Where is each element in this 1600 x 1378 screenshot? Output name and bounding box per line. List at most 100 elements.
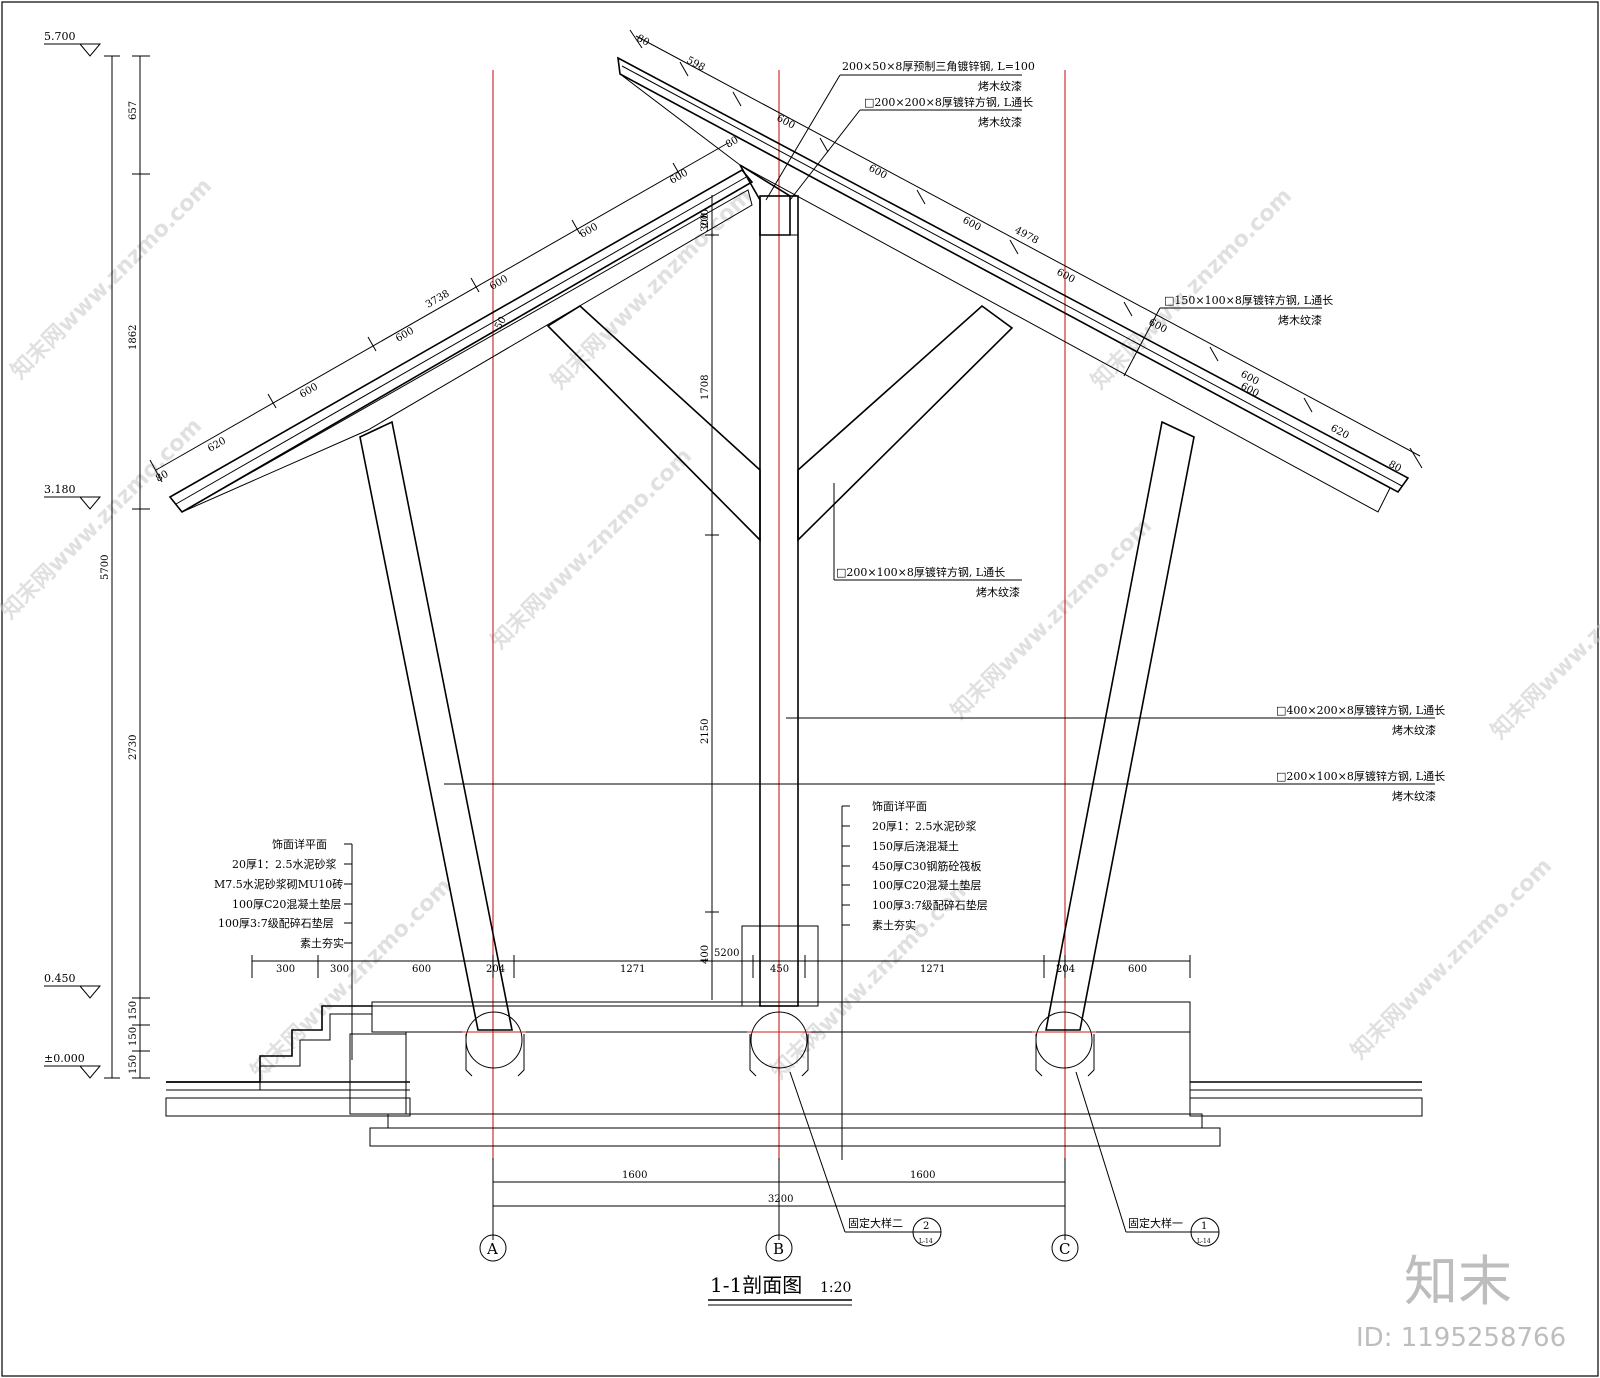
axis-label: B [773,1240,784,1258]
dim-label: 300 [330,964,349,975]
note-text: 200×50×8厚预制三角镀锌钢, L=100 [842,59,1035,73]
roof-dim: 600 [668,168,690,187]
dim-label: 300 [276,964,295,975]
note-text: □200×100×8厚镀锌方钢, L通长 [1276,769,1445,783]
foundation [165,925,1423,1147]
dim-label: 400 [700,945,711,964]
layer-label: 素土夯实 [872,918,916,932]
dim-label: 150 [128,1001,139,1020]
detail-sheet: L-14 [1197,1238,1211,1245]
watermark: 知末网www.znzmo.com [486,443,697,654]
roof-dim: 3738 [424,288,452,310]
layer-label: 100厚3:7级配碎石垫层 [872,898,988,912]
watermark: 知末网www.znzmo.com [6,173,217,384]
roof-dim: 300 [700,213,711,232]
watermark: 知末网www.znzmo.com [546,183,757,394]
layer-list-left: 饰面详平面 20厚1：2.5水泥砂浆 M7.5水泥砂浆砌MU10砖 100厚C2… [214,837,353,1060]
layer-label: 100厚C20混凝土垫层 [232,897,341,911]
title-scale: 1:20 [820,1280,851,1296]
dim-label: 450 [770,964,789,975]
elevation-label: ±0.000 [44,1052,85,1065]
dim-label: 1271 [920,964,945,975]
dim-label: 150 [128,1027,139,1046]
watermark: 知末网www.znzmo.com [946,513,1157,724]
dim-label: 2150 [700,719,711,744]
roof-dim: 620 [206,436,228,455]
vert-dims: 200 1708 2150 400 5200 [700,195,739,1000]
note-text: 烤木纹漆 [1392,723,1436,737]
dim-label: 204 [486,964,505,975]
dim-label: 5200 [714,948,739,959]
watermark: 知末网www.znzmo.com [1346,853,1557,1064]
note-text: □200×200×8厚镀锌方钢, L通长 [864,95,1033,109]
note-text: □400×200×8厚镀锌方钢, L通长 [1276,703,1445,717]
roof-dim: 80 [1387,459,1403,475]
note-text: 烤木纹漆 [1278,313,1322,327]
roof-dim: 620 [1329,423,1351,442]
roof-left: 80 620 600 600 600 600 600 3738 80 50 30… [149,135,754,514]
drawing-title: 1-1剖面图 1:20 [708,1273,852,1306]
layer-label: 素土夯实 [300,936,344,950]
layer-label: 20厚1：2.5水泥砂浆 [232,857,337,871]
inclined-legs [359,420,1195,1031]
detail-label: 固定大样二 [848,1216,903,1230]
note-text: 烤木纹漆 [978,115,1022,129]
watermark: 知末网www.znzmo.com [1486,533,1600,744]
dim-label: 2730 [128,735,139,760]
elevation-label: 3.180 [44,483,76,496]
note-text: 烤木纹漆 [976,585,1020,599]
detail-callouts: 固定大样二 2 L-14 固定大样一 1 L-14 [789,1071,1220,1247]
note-text: □200×100×8厚镀锌方钢, L通长 [836,565,1005,579]
note-text: □150×100×8厚镀锌方钢, L通长 [1164,293,1333,307]
roof-dim: 4978 [1013,225,1041,247]
dim-label: 1271 [620,964,645,975]
roof-dim: 80 [635,33,651,49]
dim-label: 3200 [768,1194,793,1205]
watermark-group: 知末网www.znzmo.com 知末网www.znzmo.com 知末网www… [0,173,1600,1084]
layer-label: 20厚1：2.5水泥砂浆 [872,819,977,833]
elevation-column: 5.700 3.180 0.450 ±0.000 657 1862 5700 2… [44,30,150,1079]
roof-dim: 600 [578,222,600,241]
elevation-label: 0.450 [44,972,76,985]
layer-label: 150厚后浇混凝土 [872,839,959,853]
elevation-label: 5.700 [44,30,76,43]
axis-bubbles: A B C [479,1234,1079,1262]
layer-list-right: 饰面详平面 20厚1：2.5水泥砂浆 150厚后浇混凝土 450厚C30钢筋砼筏… [841,799,988,1160]
watermark: 知末网www.znzmo.com [0,413,207,624]
dim-label: 600 [412,964,431,975]
roof-dim: 600 [867,163,889,182]
dim-chain: 300 300 600 204 1271 450 1271 204 600 [251,955,1191,978]
roof-dim: 50 [493,315,509,332]
detail-sheet: L-14 [919,1238,933,1245]
title-text: 1-1剖面图 [710,1273,802,1297]
dim-label: 150 [128,1055,139,1074]
note-text: 烤木纹漆 [978,79,1022,93]
dim-label: 1708 [700,375,711,400]
brand-id: ID: 1195258766 [1356,1323,1566,1353]
dim-label: 200 [700,209,711,228]
layer-label: M7.5水泥砂浆砌MU10砖 [214,877,343,891]
layer-label: 100厚3:7级配碎石垫层 [218,916,334,930]
brand-logo: 知末 [1404,1250,1512,1313]
dim-label: 600 [1128,964,1147,975]
brand: 知末 ID: 1195258766 [1356,1250,1566,1353]
layer-label: 100厚C20混凝土垫层 [872,878,981,892]
axis-label: C [1059,1240,1070,1258]
layer-label: 450厚C30钢筋砼筏板 [872,859,981,873]
axis-label: A [486,1240,498,1258]
dim-label: 657 [128,101,139,120]
layer-label: 饰面详平面 [272,837,327,851]
base-dims: 1600 1600 3200 [492,1158,1066,1240]
roof-dim: 598 [685,55,707,74]
detail-num: 2 [923,1221,929,1232]
roof-dim: 600 [488,274,510,293]
roof-dim: 600 [394,326,416,345]
dim-label: 204 [1056,964,1075,975]
layer-label: 饰面详平面 [872,799,927,813]
dim-label: 5700 [100,555,111,580]
detail-label: 固定大样一 [1128,1216,1183,1230]
note-text: 烤木纹漆 [1392,789,1436,803]
braces [546,304,1014,542]
